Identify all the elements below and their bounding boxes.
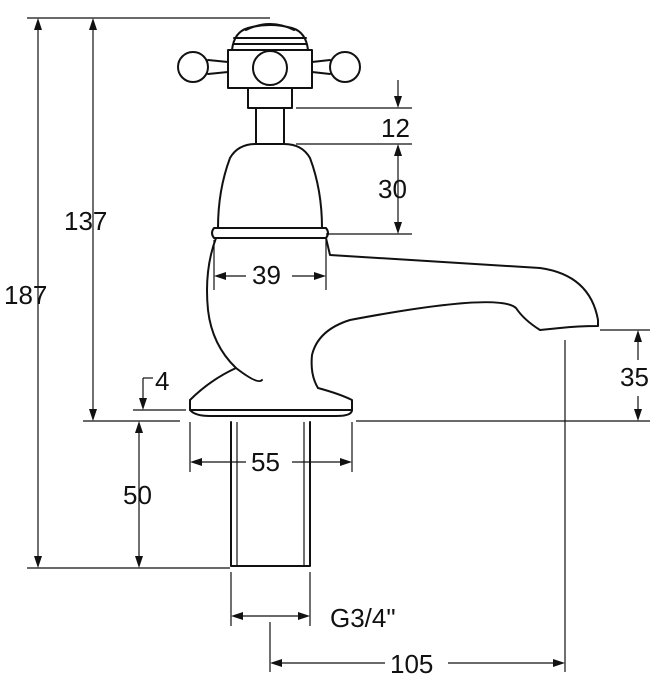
dim-4-arrow [139,398,147,410]
dim-30-arrow-top [394,144,402,156]
tap-outline [177,23,599,567]
body-left [206,237,263,383]
shroud [217,143,323,229]
label-35: 35 [620,362,649,392]
dim-55-arrow-left [190,458,202,466]
thread-arrow-left [231,612,243,620]
dimension-lines [27,17,650,672]
indice-top [245,23,295,31]
hub-collar [247,87,293,109]
label-12: 12 [381,113,410,143]
dim-187-arrow-top [34,18,42,30]
dim-39-arrow-left [214,272,226,280]
label-187: 187 [4,280,47,310]
indice-cap-bands [233,37,307,45]
body-base [189,367,353,417]
thread-arrow-right [298,612,310,620]
spindle [255,107,285,145]
shank [230,421,311,567]
dim-12-arrow [394,96,402,108]
dim-137-arrow-bottom [89,409,97,421]
dim-187-arrow-bottom [34,556,42,568]
label-55: 55 [251,447,280,477]
label-thread: G3/4" [330,603,396,633]
dim-137-arrow-top [89,18,97,30]
dim-35-arrow-bottom [634,409,642,421]
dim-50-arrow-bottom [135,556,143,568]
label-50: 50 [123,480,152,510]
dim-55-arrow-right [340,458,352,466]
label-4: 4 [155,366,169,396]
dim-105-arrow-right [553,659,565,667]
dim-50-arrow-top [135,421,143,433]
dim-105-arrow-left [270,659,282,667]
handle-left-ball [177,51,209,83]
handle-right-ball [329,51,361,83]
dim-30-arrow-bottom [394,222,402,234]
spout [310,237,599,389]
handle-hub [227,49,313,89]
dimension-labels: 187 137 12 30 39 35 4 55 50 G3/4" 105 [4,113,649,679]
label-30: 30 [378,174,407,204]
label-137: 137 [64,206,107,236]
shroud-ring [211,227,329,239]
dim-39-arrow-right [314,272,326,280]
label-105: 105 [390,649,433,679]
handle-centre-ball [252,50,288,86]
dim-35-arrow-top [634,330,642,342]
handle-right-arm [311,59,331,75]
handle-left-arm [207,59,229,75]
shank-inner-lines [236,422,305,566]
label-39: 39 [252,260,281,290]
